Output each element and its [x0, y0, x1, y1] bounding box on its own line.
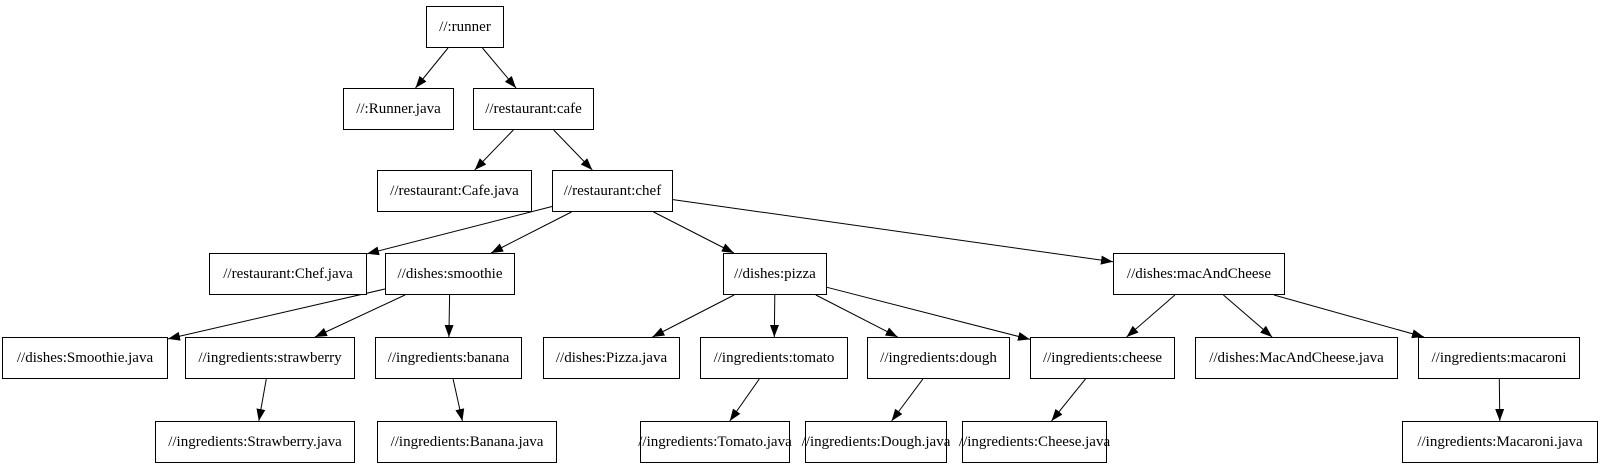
edge-chef-pizza: [653, 211, 735, 254]
edge-cafe-cafe_java: [474, 129, 514, 171]
graph-node-strawberry: //ingredients:strawberry: [185, 337, 355, 379]
graph-node-banana: //ingredients:banana: [375, 337, 522, 379]
edge-cheese-cheese_java: [1051, 378, 1086, 422]
graph-node-smoothie_java: //dishes:Smoothie.java: [2, 337, 168, 379]
edge-smoothie-banana: [444, 294, 454, 338]
graph-node-tomato: //ingredients:tomato: [700, 337, 848, 379]
graph-node-macaroni: //ingredients:macaroni: [1418, 337, 1580, 379]
graph-node-tomato_java: //ingredients:Tomato.java: [638, 421, 792, 463]
graph-node-cafe_java: //restaurant:Cafe.java: [377, 170, 532, 212]
edge-pizza-tomato: [769, 294, 779, 338]
edge-pizza-pizza_java: [652, 294, 735, 338]
edge-runner-runner_java: [415, 47, 449, 89]
graph-node-runner_java: //:Runner.java: [343, 88, 454, 130]
edge-smoothie-strawberry: [314, 294, 406, 338]
edge-smoothie-smoothie_java: [167, 288, 386, 341]
edge-cafe-chef: [553, 129, 593, 171]
edge-macandcheese-cheese: [1126, 294, 1176, 338]
edge-pizza-cheese: [826, 286, 1031, 341]
graph-node-strawberry_java: //ingredients:Strawberry.java: [155, 421, 355, 463]
graph-node-chef_java: //restaurant:Chef.java: [209, 253, 367, 295]
graph-node-pizza: //dishes:pizza: [723, 253, 827, 295]
graph-node-runner: //:runner: [426, 6, 504, 48]
graph-node-smoothie: //dishes:smoothie: [385, 253, 515, 295]
edge-macandcheese-macandcheese_java: [1223, 294, 1273, 338]
graph-node-macandcheese: //dishes:macAndCheese: [1113, 253, 1285, 295]
edge-chef-smoothie: [490, 211, 572, 254]
graph-node-cafe: //restaurant:cafe: [473, 88, 594, 130]
edge-strawberry-strawberry_java: [256, 378, 267, 422]
edge-tomato-tomato_java: [729, 378, 760, 422]
edge-dough-dough_java: [891, 378, 924, 422]
edge-runner-cafe: [482, 47, 517, 89]
edge-banana-banana_java: [452, 378, 465, 422]
graph-node-cheese_java: //ingredients:Cheese.java: [959, 421, 1110, 463]
edge-macandcheese-macaroni: [1273, 294, 1425, 339]
edge-pizza-dough: [815, 294, 898, 338]
edge-chef-macandcheese: [672, 199, 1114, 265]
graph-node-pizza_java: //dishes:Pizza.java: [543, 337, 680, 379]
graph-node-dough_java: //ingredients:Dough.java: [802, 421, 950, 463]
graph-node-chef: //restaurant:chef: [552, 170, 673, 212]
graph-node-banana_java: //ingredients:Banana.java: [377, 421, 557, 463]
graph-node-cheese: //ingredients:cheese: [1030, 337, 1175, 379]
graph-node-macandcheese_java: //dishes:MacAndCheese.java: [1195, 337, 1398, 379]
graph-node-dough: //ingredients:dough: [867, 337, 1010, 379]
edge-chef-chef_java: [366, 206, 553, 256]
edge-macaroni-macaroni_java: [1495, 378, 1505, 422]
graph-node-macaroni_java: //ingredients:Macaroni.java: [1402, 421, 1598, 463]
